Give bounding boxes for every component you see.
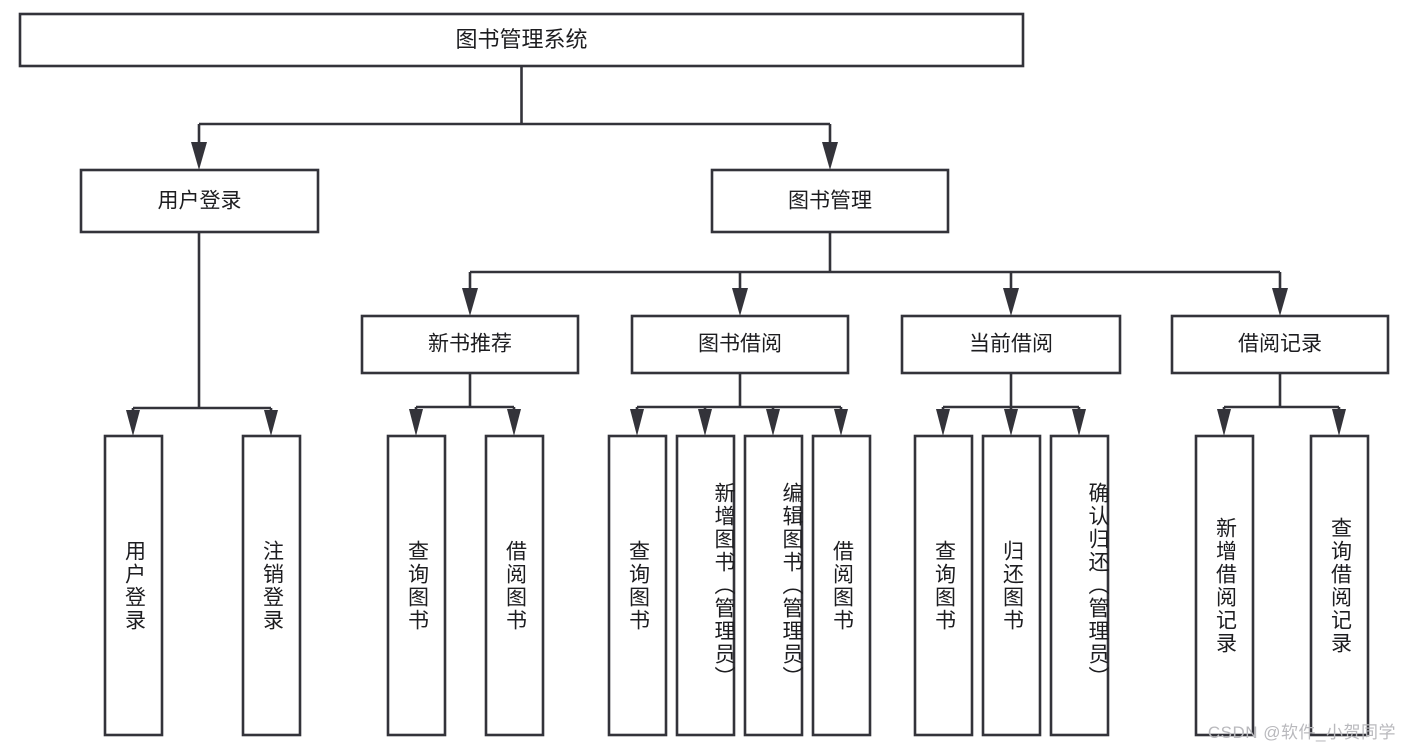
connector-group-root — [191, 66, 838, 170]
node-user-login[interactable]: 用户登录 — [79, 168, 320, 234]
node-borrow-record-box[interactable] — [1170, 314, 1390, 375]
arrow-head-leaf-logout-login — [264, 410, 278, 436]
node-leaf-confirm-return-box[interactable] — [1049, 434, 1110, 737]
node-book-management-box[interactable] — [710, 168, 950, 234]
node-current-borrow[interactable]: 当前借阅 — [900, 314, 1122, 375]
arrow-head-leaf-query-borrow-record — [1332, 409, 1346, 436]
arrow-head-leaf-query-book-1 — [409, 409, 423, 436]
arrow-head-current-borrow — [1003, 288, 1019, 316]
node-book-management-label: 图书管理 — [788, 190, 872, 213]
node-leaf-query-book-2-box[interactable] — [607, 434, 668, 737]
arrow-head-user-login — [191, 142, 207, 170]
node-leaf-return-book-box[interactable] — [981, 434, 1042, 737]
node-root-label: 图书管理系统 — [455, 27, 587, 52]
node-new-book-recommend-box[interactable] — [360, 314, 580, 375]
arrow-head-leaf-query-book-2 — [630, 409, 644, 436]
arrow-head-leaf-add-book — [698, 409, 712, 436]
node-leaf-borrow-book-2-box[interactable] — [811, 434, 872, 737]
arrow-head-borrow-record — [1272, 288, 1288, 316]
csdn-watermark: CSDN @软件_小贺同学 — [1207, 723, 1396, 742]
arrow-head-leaf-confirm-return — [1072, 409, 1086, 436]
node-root[interactable]: 图书管理系统 — [18, 12, 1025, 68]
node-book-borrow-label: 图书借阅 — [698, 333, 782, 356]
arrow-head-new-book-recommend — [462, 288, 478, 316]
node-book-borrow[interactable]: 图书借阅 — [630, 314, 850, 375]
node-leaf-add-borrow-record-box[interactable] — [1194, 434, 1255, 737]
node-leaf-borrow-book-1-box[interactable] — [484, 434, 545, 737]
arrow-head-book-borrow — [732, 288, 748, 316]
connector-group-book-management — [462, 232, 1288, 316]
node-leaf-user-login-box[interactable] — [103, 434, 164, 737]
arrow-head-leaf-query-book-3 — [936, 409, 950, 436]
node-user-login-box[interactable] — [79, 168, 320, 234]
node-borrow-record[interactable]: 借阅记录 — [1170, 314, 1390, 375]
node-leaf-query-book-3-box[interactable] — [913, 434, 974, 737]
node-user-login-label: 用户登录 — [158, 190, 242, 213]
node-leaf-logout-login-box[interactable] — [241, 434, 302, 737]
arrow-head-leaf-edit-book — [766, 409, 780, 436]
arrow-head-leaf-borrow-book-1 — [507, 409, 521, 436]
node-current-borrow-label: 当前借阅 — [969, 333, 1053, 356]
node-leaf-query-book-1-box[interactable] — [386, 434, 447, 737]
node-leaf-add-book-box[interactable] — [675, 434, 736, 737]
arrow-head-leaf-add-borrow-record — [1217, 409, 1231, 436]
connector-group-new-book-recommend — [409, 373, 521, 436]
node-new-book-recommend[interactable]: 新书推荐 — [360, 314, 580, 375]
node-root-box[interactable] — [18, 12, 1025, 68]
node-new-book-recommend-label: 新书推荐 — [428, 333, 512, 356]
connector-group-user-login — [126, 232, 278, 436]
node-book-borrow-box[interactable] — [630, 314, 850, 375]
arrow-head-leaf-user-login — [126, 410, 140, 436]
arrow-head-leaf-return-book — [1004, 409, 1018, 436]
node-borrow-record-label: 借阅记录 — [1238, 333, 1322, 356]
node-leaf-query-borrow-record-box[interactable] — [1309, 434, 1370, 737]
node-book-management[interactable]: 图书管理 — [710, 168, 950, 234]
arrow-head-leaf-borrow-book-2 — [834, 409, 848, 436]
connector-group-borrow-record — [1217, 373, 1346, 436]
connector-group-book-borrow — [630, 373, 848, 436]
node-current-borrow-box[interactable] — [900, 314, 1122, 375]
arrow-head-book-management — [822, 142, 838, 170]
node-leaf-edit-book-box[interactable] — [743, 434, 804, 737]
connector-group-current-borrow — [936, 373, 1086, 436]
